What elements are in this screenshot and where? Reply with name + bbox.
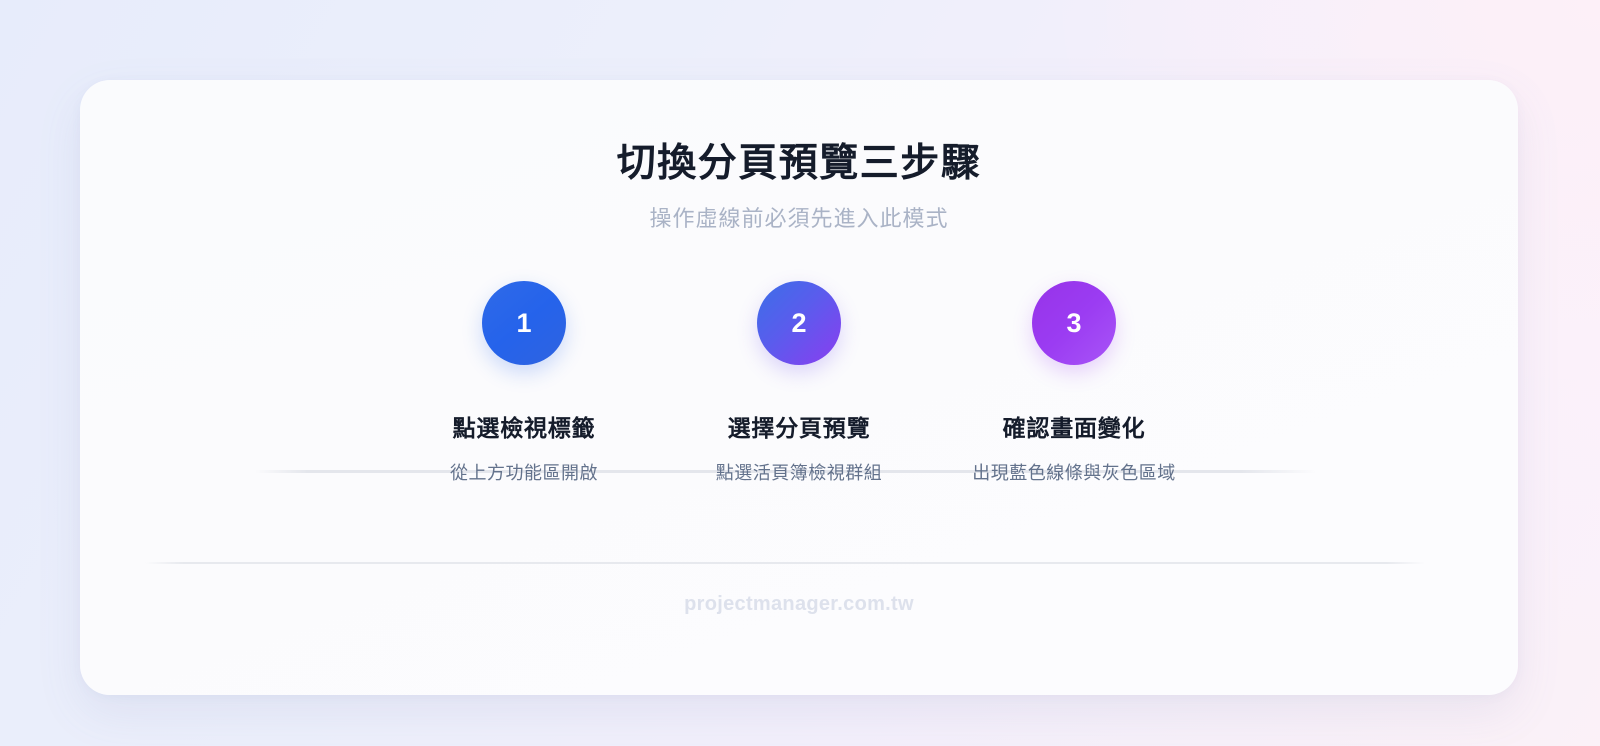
step-number-badge-1: 1 (482, 281, 566, 366)
footer-site-label: projectmanager.com.tw (684, 593, 914, 615)
step-description-1: 從上方功能區開啟 (450, 463, 598, 484)
card-footer: projectmanager.com.tw (80, 592, 1518, 616)
step-item-1[interactable]: 1 點選檢視標籤 從上方功能區開啟 (387, 281, 662, 485)
step-title-3: 確認畫面變化 (1002, 415, 1146, 442)
card-header: 切換分頁預覽三步驟 操作虛線前必須先進入此模式 (80, 80, 1518, 233)
step-list: 1 點選檢視標籤 從上方功能區開啟 2 選擇分頁預覽 點選活頁簿檢視群組 3 (80, 281, 1518, 485)
step-number-badge-3: 3 (1032, 281, 1116, 366)
step-description-2: 點選活頁簿檢視群組 (715, 463, 883, 484)
step-title-2: 選擇分頁預覽 (727, 415, 871, 442)
step-number-2: 2 (791, 307, 807, 338)
page-subtitle: 操作虛線前必須先進入此模式 (649, 205, 949, 231)
step-connector-line (255, 470, 1315, 474)
footer-divider (145, 562, 1425, 564)
step-item-3[interactable]: 3 確認畫面變化 出現藍色線條與灰色區域 (937, 281, 1212, 485)
step-description-3: 出現藍色線條與灰色區域 (972, 463, 1176, 484)
step-item-2[interactable]: 2 選擇分頁預覽 點選活頁簿檢視群組 (662, 281, 937, 485)
step-title-1: 點選檢視標籤 (452, 415, 596, 442)
step-number-1: 1 (516, 307, 532, 338)
steps-section: 1 點選檢視標籤 從上方功能區開啟 2 選擇分頁預覽 點選活頁簿檢視群組 3 (80, 281, 1518, 511)
page-title: 切換分頁預覽三步驟 (616, 142, 982, 185)
step-number-badge-2: 2 (757, 281, 841, 366)
info-card: 切換分頁預覽三步驟 操作虛線前必須先進入此模式 1 點選檢視標籤 從上方功能區開… (80, 80, 1518, 695)
step-number-3: 3 (1066, 307, 1082, 338)
